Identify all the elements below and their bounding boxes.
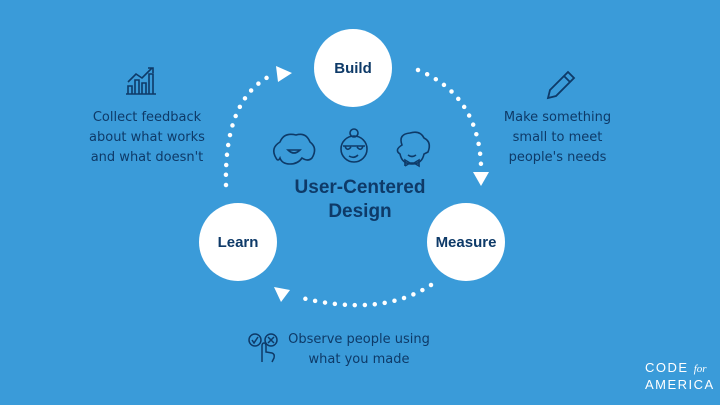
code-for-america-logo: CODE for AMERICA xyxy=(645,360,715,392)
measure-note: Observe people using what you made xyxy=(284,330,434,370)
arrowhead-to-build xyxy=(276,66,292,82)
logo-line-1: CODE xyxy=(645,360,689,375)
learn-note-line: Collect feedback xyxy=(92,110,202,125)
build-note: Make something small to meet people's ne… xyxy=(495,108,620,168)
learn-note-line: about what works xyxy=(89,130,205,145)
dotted-arc-measure-to-learn xyxy=(295,282,434,308)
title-line-2: Design xyxy=(328,201,392,222)
pencil-icon xyxy=(546,70,576,100)
hand-tap-icon xyxy=(248,333,278,363)
build-note-line: Make something xyxy=(503,110,612,125)
diagram-title: User-Centered Design xyxy=(270,176,450,224)
stage-measure: Measure xyxy=(427,203,505,281)
logo-for: for xyxy=(693,363,707,375)
stage-learn: Learn xyxy=(199,203,277,281)
stage-measure-label: Measure xyxy=(435,233,497,251)
people-faces-icon xyxy=(272,128,431,168)
stage-build: Build xyxy=(314,29,392,107)
stage-learn-label: Learn xyxy=(217,233,259,251)
build-note-line: people's needs xyxy=(508,150,607,165)
measure-note-line: what you made xyxy=(308,352,410,367)
learn-note-line: and what doesn't xyxy=(90,150,204,165)
arrowhead-to-measure xyxy=(473,172,489,186)
dotted-arc-learn-to-build xyxy=(223,73,273,188)
dotted-arc-build-to-measure xyxy=(415,67,484,168)
stage-build-label: Build xyxy=(334,59,372,77)
arrowhead-to-learn xyxy=(274,287,290,302)
growth-chart-icon xyxy=(126,67,156,95)
learn-note: Collect feedback about what works and wh… xyxy=(82,108,212,168)
logo-line-2: AMERICA xyxy=(645,377,715,392)
measure-note-line: Observe people using xyxy=(288,332,430,347)
title-line-1: User-Centered xyxy=(294,177,426,198)
build-note-line: small to meet xyxy=(512,130,603,145)
